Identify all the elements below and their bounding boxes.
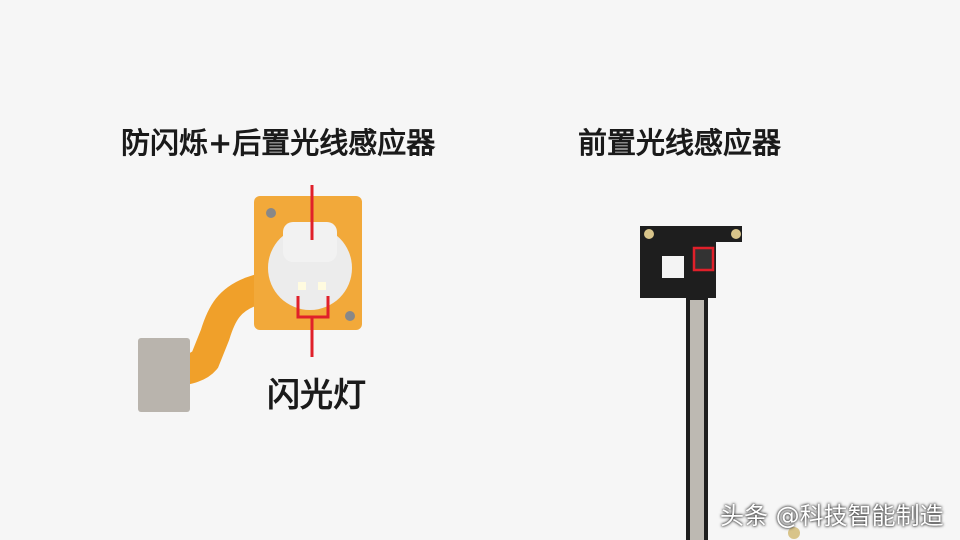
front-sensor-title: 前置光线感应器 bbox=[578, 126, 782, 160]
watermark: 头条 @科技智能制造 bbox=[720, 502, 944, 530]
flash-label: 闪光灯 bbox=[267, 375, 366, 414]
sensor-highlight-box bbox=[692, 246, 715, 272]
front-sensor-board bbox=[640, 226, 800, 540]
rear-sensor-title: 防闪烁+后置光线感应器 bbox=[121, 126, 436, 160]
flash-annotation-lines bbox=[296, 185, 330, 357]
rear-flex-cable bbox=[138, 196, 362, 412]
connector-pad bbox=[138, 338, 190, 412]
